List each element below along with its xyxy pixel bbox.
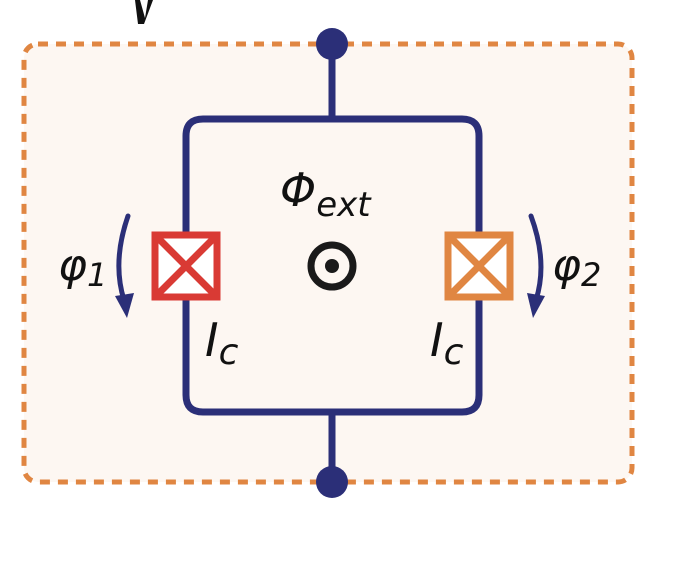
- ic-right-subscript-text: c: [444, 332, 464, 373]
- critical-current-left-label: Ic: [205, 313, 239, 373]
- cropped-label-fragment: [135, 0, 153, 24]
- phase-right-subscript-text: 2: [581, 256, 601, 294]
- phase-left-subscript-text: 1: [87, 256, 107, 294]
- ic-right-symbol-text: I: [430, 313, 444, 367]
- phase-right-label: φ2: [552, 240, 601, 294]
- phase-left-symbol-text: φ: [58, 240, 87, 291]
- ic-left-subscript-text: c: [219, 332, 239, 373]
- ic-left-symbol-text: I: [205, 313, 219, 367]
- critical-current-right-label: Ic: [430, 313, 464, 373]
- loop-top-wire: [182, 115, 483, 238]
- junction-left-icon: [151, 231, 221, 301]
- top-terminal-node: [316, 28, 348, 60]
- flux-out-of-page-icon: [307, 241, 357, 291]
- flux-symbol-text: Φ: [280, 163, 316, 217]
- flux-label: Φext: [280, 163, 372, 225]
- phase-right-symbol-text: φ: [552, 240, 581, 291]
- bottom-terminal-node: [316, 466, 348, 498]
- flux-subscript-text: ext: [316, 185, 372, 225]
- loop-bottom-wire: [182, 294, 483, 416]
- phase-right-arrow-icon: [527, 213, 545, 318]
- phase-left-label: φ1: [58, 240, 107, 294]
- junction-right-icon: [444, 231, 514, 301]
- phase-left-arrow-icon: [115, 213, 134, 318]
